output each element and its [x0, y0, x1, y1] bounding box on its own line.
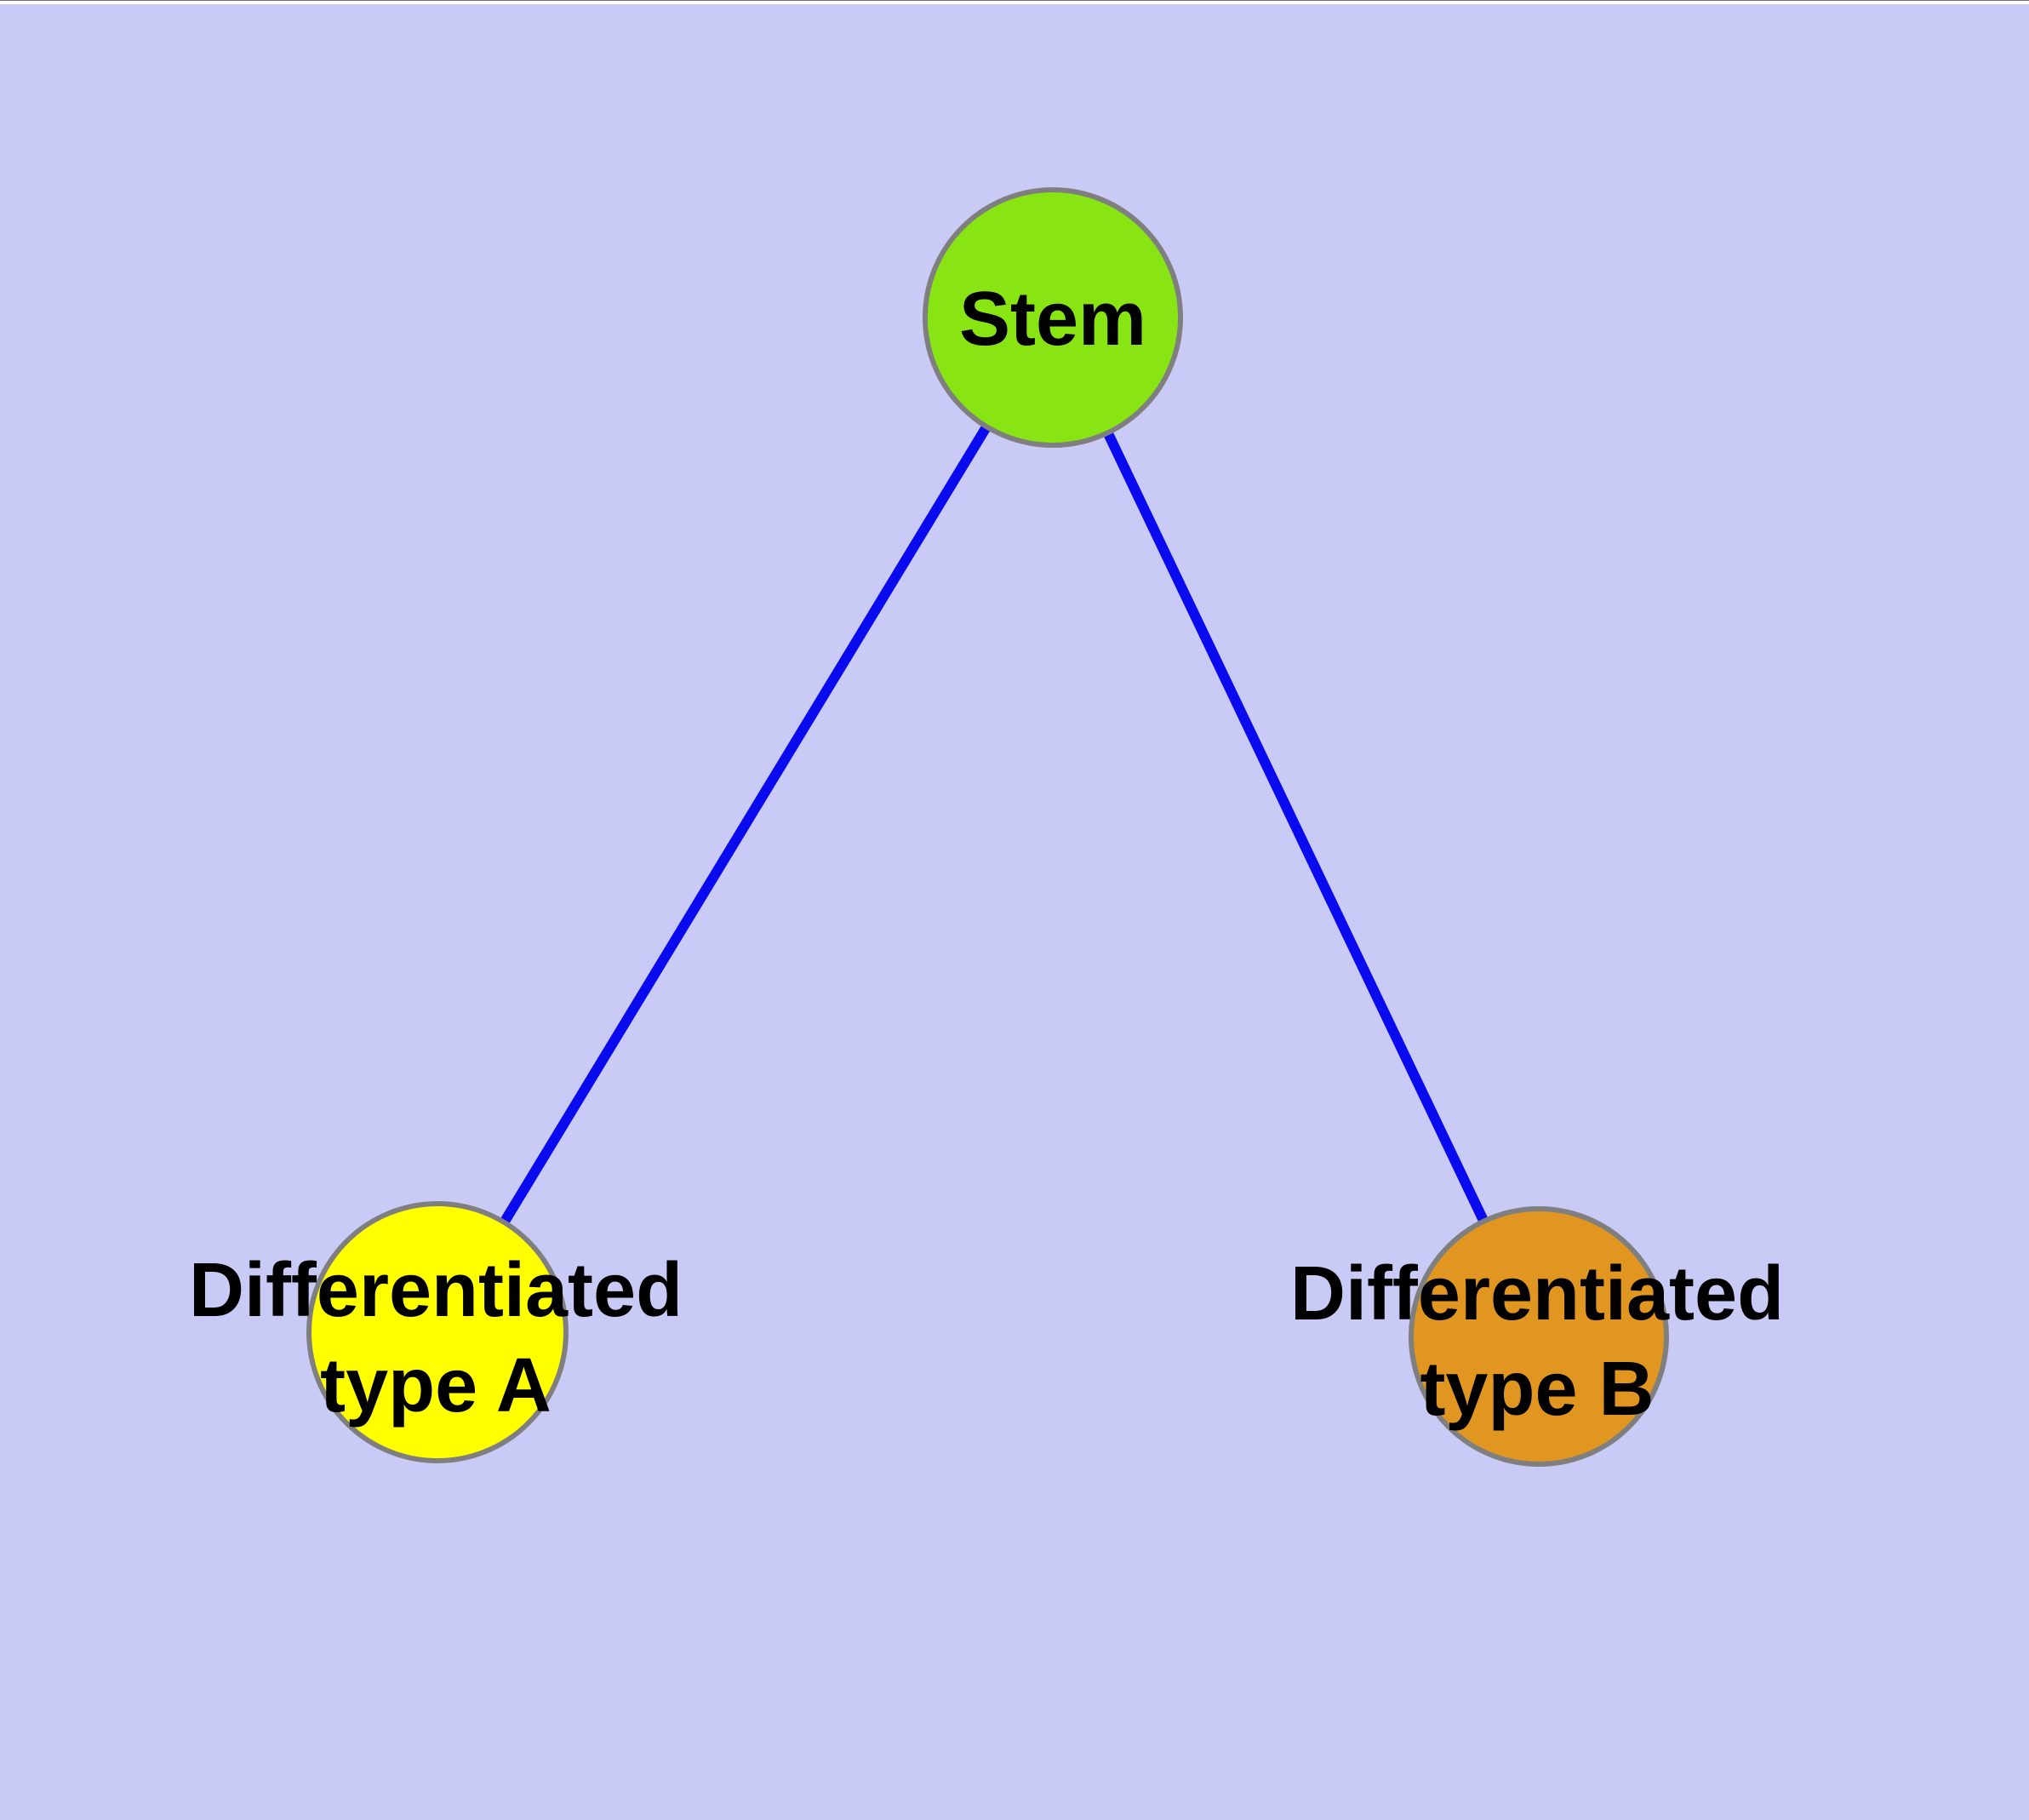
edge-stem-to-type-b: [1048, 315, 1544, 1339]
edge-stem-to-type-a: [432, 314, 1058, 1336]
node-type-a-circle: [306, 1201, 569, 1463]
node-type-b-circle: [1409, 1206, 1669, 1467]
top-edge-strip: [0, 0, 2029, 4]
node-stem-circle: [923, 187, 1183, 448]
